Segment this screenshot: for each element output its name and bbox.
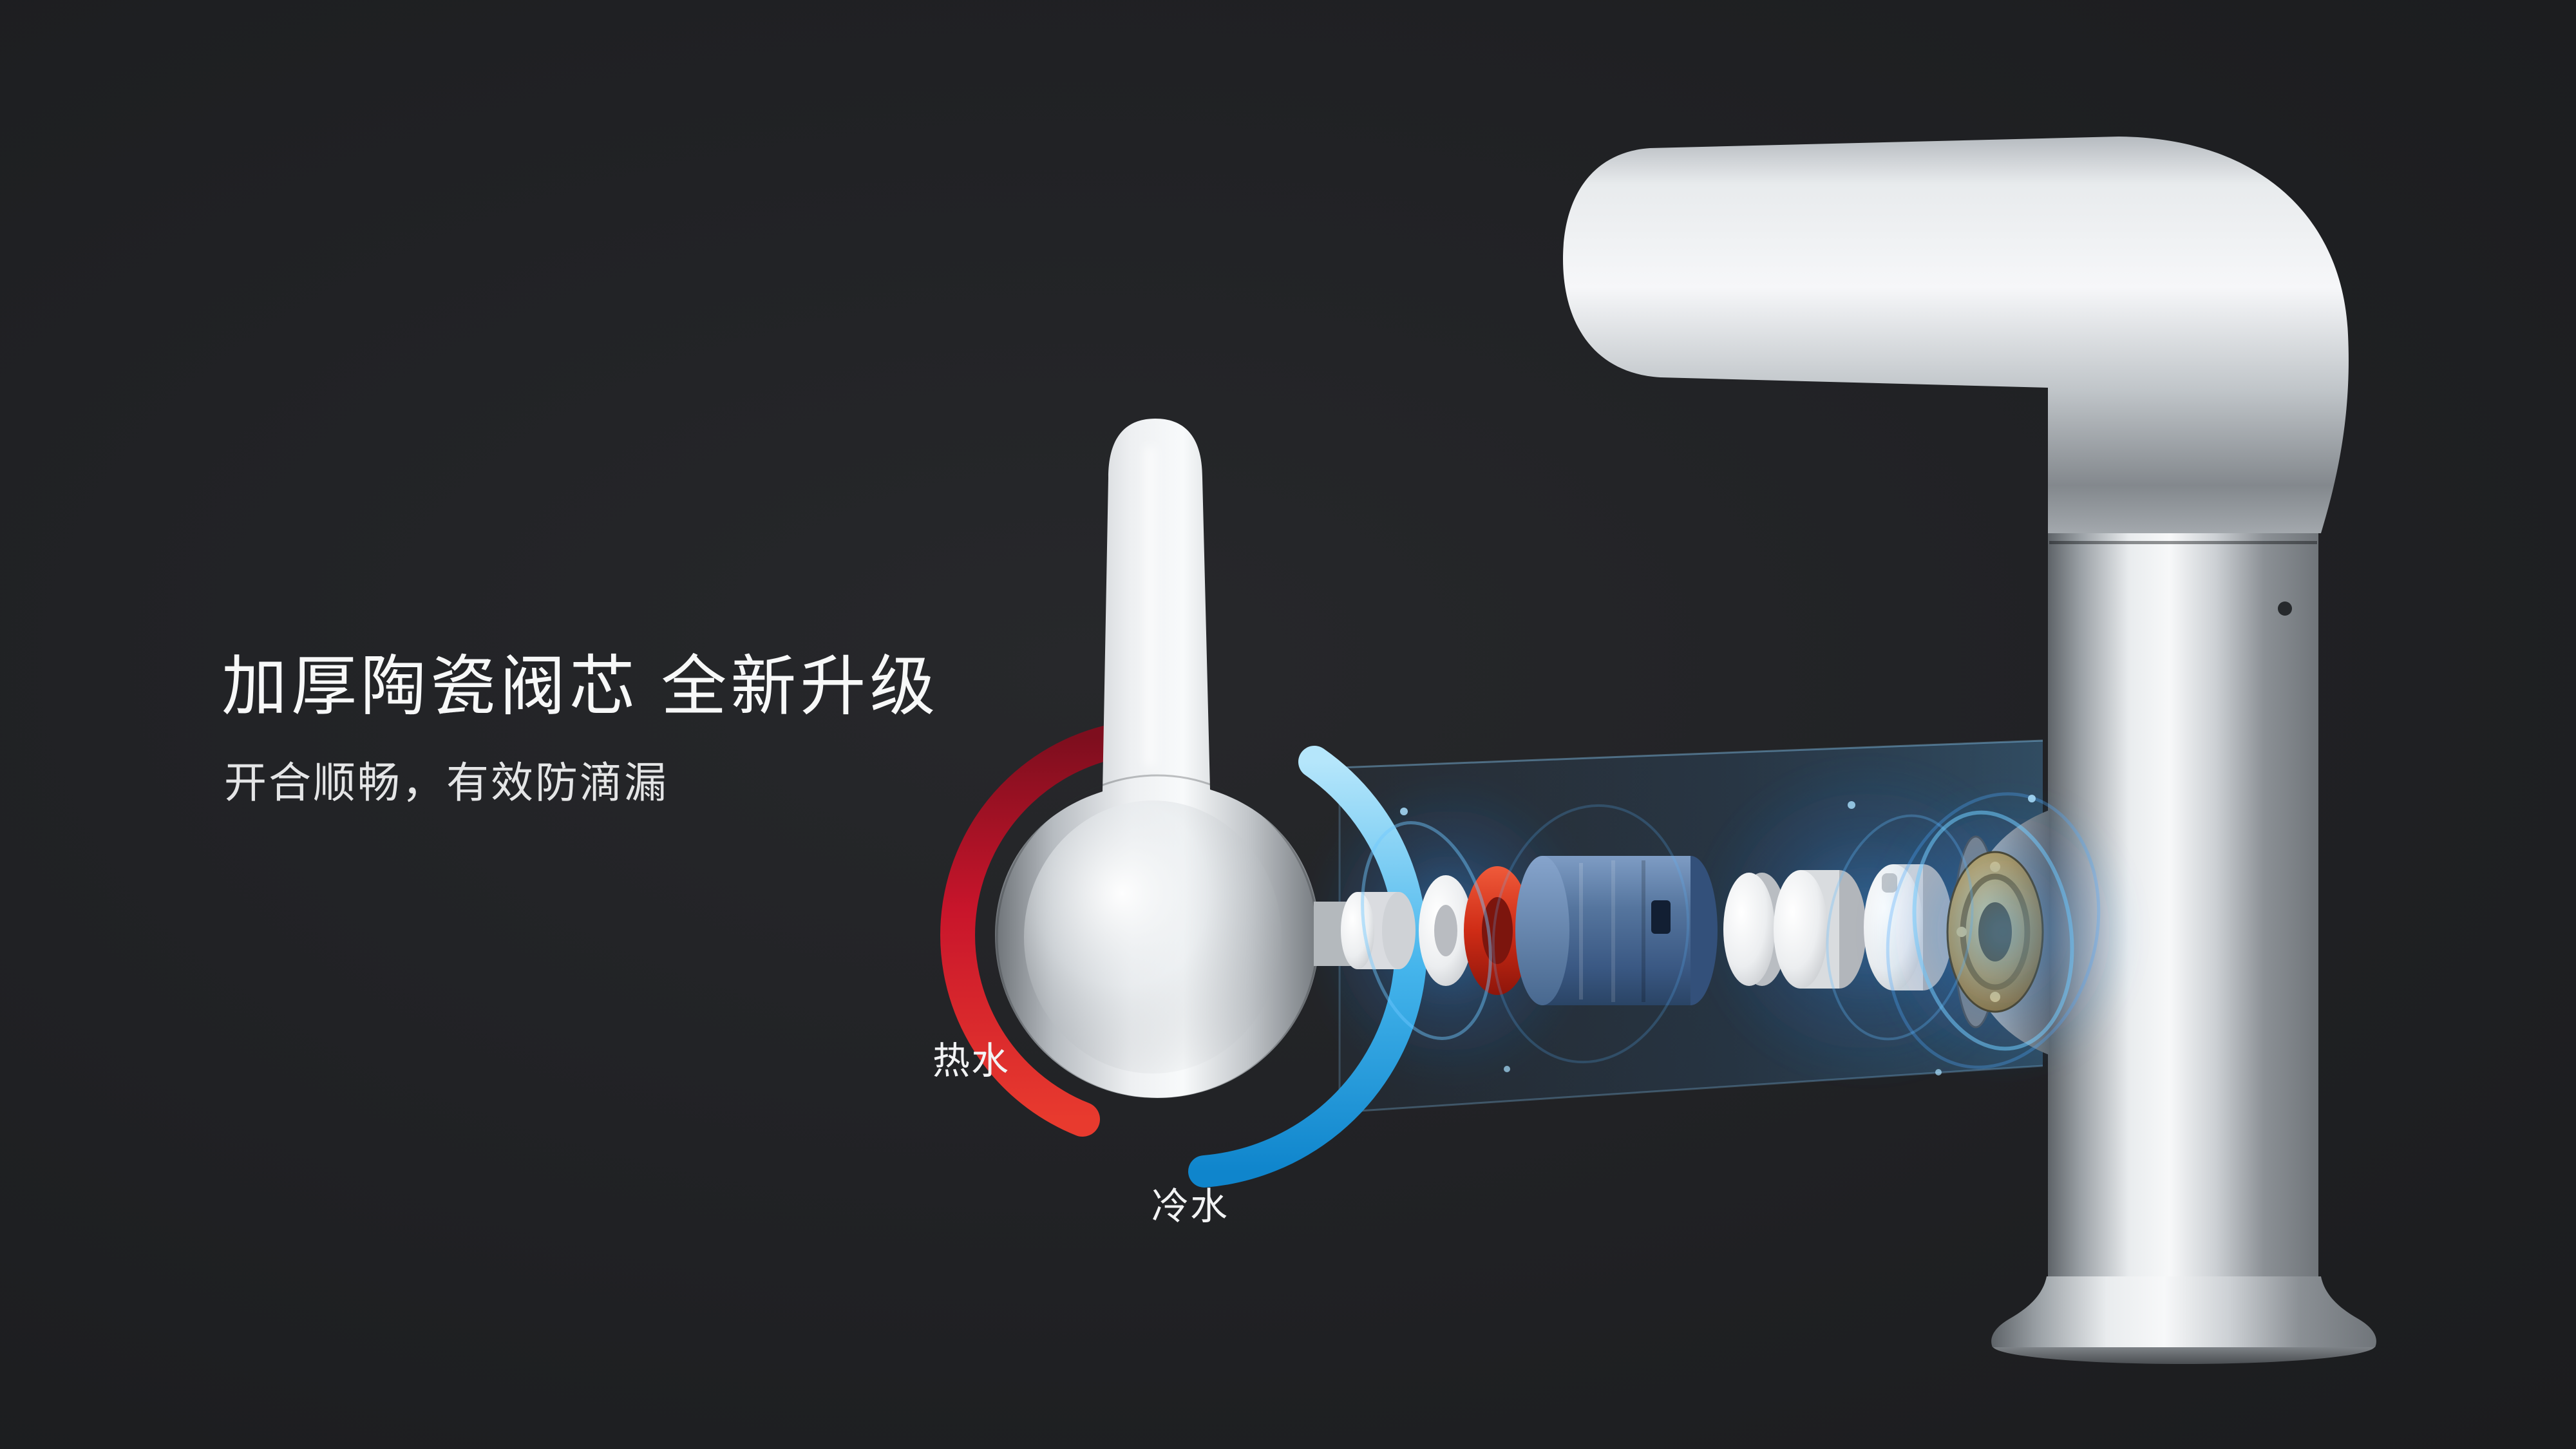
hub-sheen [1024,800,1282,1074]
red-seal-ring [1464,866,1531,995]
glow-right [1868,784,2138,1080]
hot-water-arc [940,720,1157,1137]
retainer-ring [1419,875,1473,986]
lever-highlight [1144,446,1157,768]
ceramic-cartridge-body [1515,856,1718,1005]
headline: 加厚陶瓷阀芯 全新升级 [222,650,940,723]
body-pin-hole [2278,601,2292,616]
retainer-bushing [1341,892,1416,969]
sparkles [1400,795,2036,1075]
subheadline: 开合顺畅，有效防滴漏 [224,759,668,806]
faucet-spout [1563,137,2349,533]
ceramic-disc-1 [1723,873,1788,986]
faucet-handle [995,419,1376,1100]
ceramic-disc-2 [1774,870,1866,989]
hot-water-label: 热水 [933,1040,1010,1082]
spout-seam-line [2049,541,2317,544]
cold-water-arc [1188,746,1427,1188]
faucet-base-flare [1991,1276,2376,1347]
cold-water-label: 冷水 [1151,1186,1229,1227]
